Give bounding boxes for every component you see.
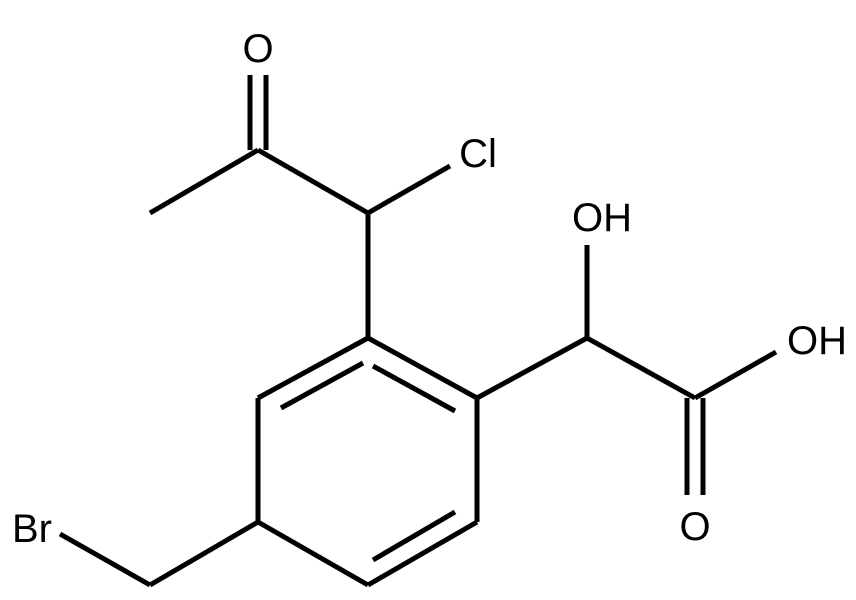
bond-alpha-c-to-acid-c — [585, 335, 697, 401]
bond-ring-to-ch2 — [148, 519, 260, 588]
atom-hydroxyl: OH — [572, 196, 632, 240]
bond-ring-to-alpha-c — [475, 335, 589, 401]
atom-ketone-oxygen: O — [242, 27, 273, 71]
atom-chlorine: Cl — [459, 132, 497, 176]
bonds — [58, 75, 778, 588]
atom-bromine: Br — [12, 507, 52, 551]
ring-bond-c1-c2 — [256, 335, 370, 401]
atom-acid-hydroxyl: OH — [787, 319, 847, 363]
ring-bond-c4-c5-inner — [371, 509, 457, 563]
atom-labels: O Cl OH OH O Br — [12, 27, 847, 551]
ring-bond-c6-c1 — [366, 335, 479, 401]
bond-ch2-to-br — [58, 531, 152, 588]
bond-acid-c-to-oh — [693, 349, 778, 401]
bond-chch-to-carbonyl — [256, 147, 370, 216]
ring-bond-c6-c1-inner — [371, 363, 457, 414]
ring-bond-c1-c2-inner — [279, 360, 365, 411]
atom-acid-carbonyl-oxygen: O — [679, 505, 710, 549]
bond-chch-to-cl — [366, 163, 452, 216]
ring-bond-c4-c5 — [366, 519, 479, 588]
ring-bond-c3-c4 — [256, 519, 370, 588]
bond-carbonyl-to-methyl — [148, 147, 260, 216]
